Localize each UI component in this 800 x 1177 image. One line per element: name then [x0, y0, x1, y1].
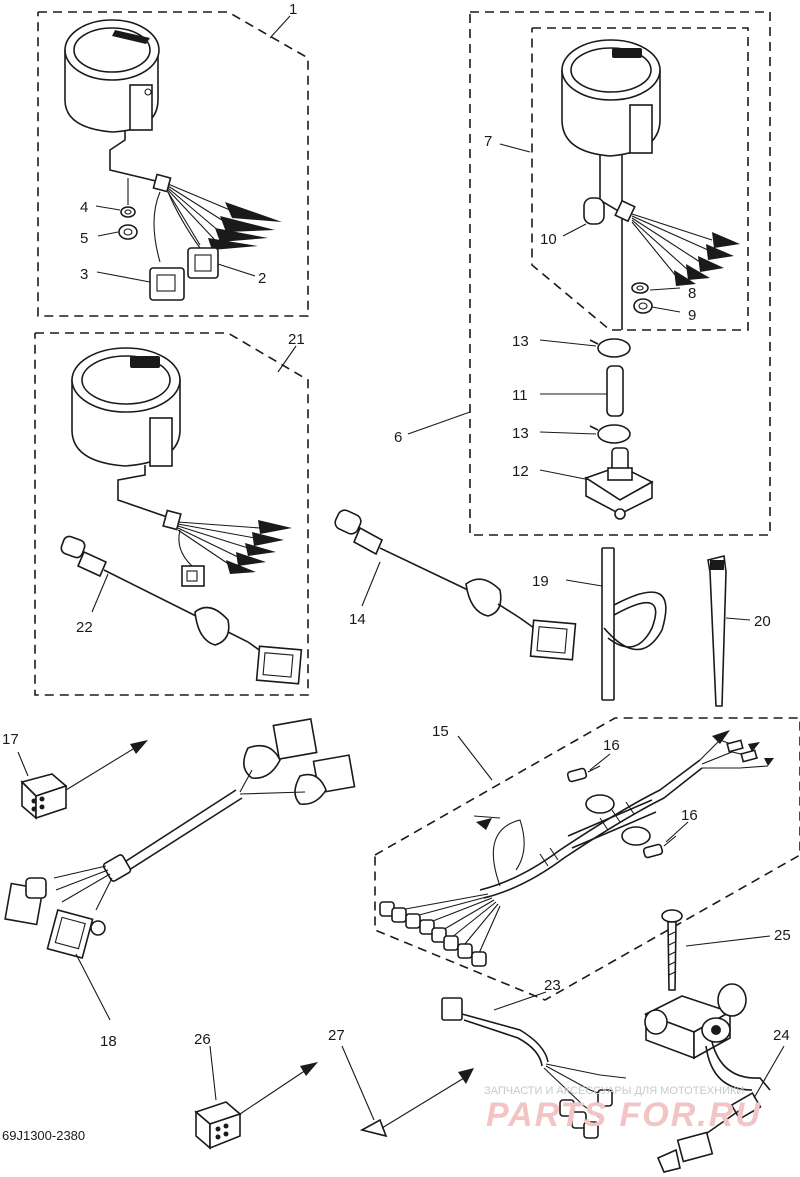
clamp-13-upper — [589, 338, 631, 358]
group-box-6 — [469, 11, 771, 536]
connector-small-21 — [181, 565, 205, 587]
nut-9 — [633, 298, 653, 314]
callout-5: 5 — [80, 230, 88, 247]
bolt-25 — [661, 909, 683, 991]
callout-6: 6 — [394, 429, 402, 446]
callout-3: 3 — [80, 266, 88, 283]
connector-cap-17 — [20, 740, 148, 820]
wire-harness-15 — [379, 730, 774, 967]
callout-19: 19 — [532, 573, 549, 590]
group-box-21 — [34, 332, 309, 696]
terminal-16-lower — [642, 835, 677, 859]
callout-12: 12 — [512, 463, 529, 480]
connector-cap-26 — [194, 1062, 318, 1150]
connector-3 — [149, 267, 185, 301]
gauge-1 — [64, 19, 282, 263]
callout-8: 8 — [688, 285, 696, 302]
watermark-caption: ЗАПЧАСТИ И АКСЕССУАРЫ ДЛЯ МОТОТЕХНИКИ — [484, 1085, 744, 1097]
leader-lines — [17, 15, 785, 1121]
callout-10: 10 — [540, 231, 557, 248]
diagram-code: 69J1300-2380 — [2, 1128, 85, 1143]
callout-15: 15 — [432, 723, 449, 740]
callout-13b: 13 — [512, 425, 529, 442]
callout-1: 1 — [289, 1, 297, 18]
trim-sensor-24 — [644, 983, 771, 1173]
callout-25: 25 — [774, 927, 791, 944]
washer-8 — [631, 282, 649, 294]
callout-7: 7 — [484, 133, 492, 150]
callout-24: 24 — [773, 1027, 790, 1044]
callout-numbers: 1 2 3 4 5 6 7 8 9 10 11 12 13 13 14 15 1… — [2, 1, 791, 1050]
callout-21: 21 — [288, 331, 305, 348]
wire-harness-18 — [4, 718, 356, 1021]
terminal-16-upper — [566, 765, 601, 783]
callout-20: 20 — [754, 613, 771, 630]
hose-19 — [601, 547, 667, 701]
callout-11: 11 — [512, 387, 528, 404]
hose-11 — [606, 365, 624, 417]
callout-16a: 16 — [603, 737, 620, 754]
cable-tie-20 — [707, 555, 727, 707]
nut-5 — [118, 224, 138, 240]
group-box-15 — [374, 717, 800, 1001]
grommet-10 — [583, 197, 605, 225]
callout-4: 4 — [80, 199, 88, 216]
speed-sensor-cable-22 — [60, 535, 303, 685]
callout-17: 17 — [2, 731, 19, 748]
gauge-7 — [561, 39, 740, 330]
clamp-13-lower — [589, 424, 631, 444]
callout-27: 27 — [328, 1027, 345, 1044]
connector-2 — [187, 247, 219, 279]
callout-18: 18 — [100, 1033, 117, 1050]
washer-4 — [120, 206, 136, 218]
callout-2: 2 — [258, 270, 266, 287]
connector-cap-27 — [359, 1068, 474, 1138]
callout-26: 26 — [194, 1031, 211, 1048]
water-pressure-sensor-12 — [584, 447, 654, 520]
callout-16b: 16 — [681, 807, 698, 824]
callout-22: 22 — [76, 619, 93, 636]
watermark: ЗАПЧАСТИ И АКСЕССУАРЫ ДЛЯ МОТОТЕХНИКИ PA… — [484, 1085, 762, 1134]
group-box-1 — [37, 11, 309, 317]
callout-9: 9 — [688, 307, 696, 324]
callout-23: 23 — [544, 977, 561, 994]
gauge-21 — [71, 347, 292, 574]
group-box-7 — [531, 27, 749, 331]
callout-13a: 13 — [512, 333, 529, 350]
speed-sensor-cable-14 — [334, 509, 577, 661]
callout-14: 14 — [349, 611, 366, 628]
watermark-brand: PARTS FOR.RU — [486, 1096, 762, 1134]
wire-harness-23 — [441, 997, 627, 1139]
